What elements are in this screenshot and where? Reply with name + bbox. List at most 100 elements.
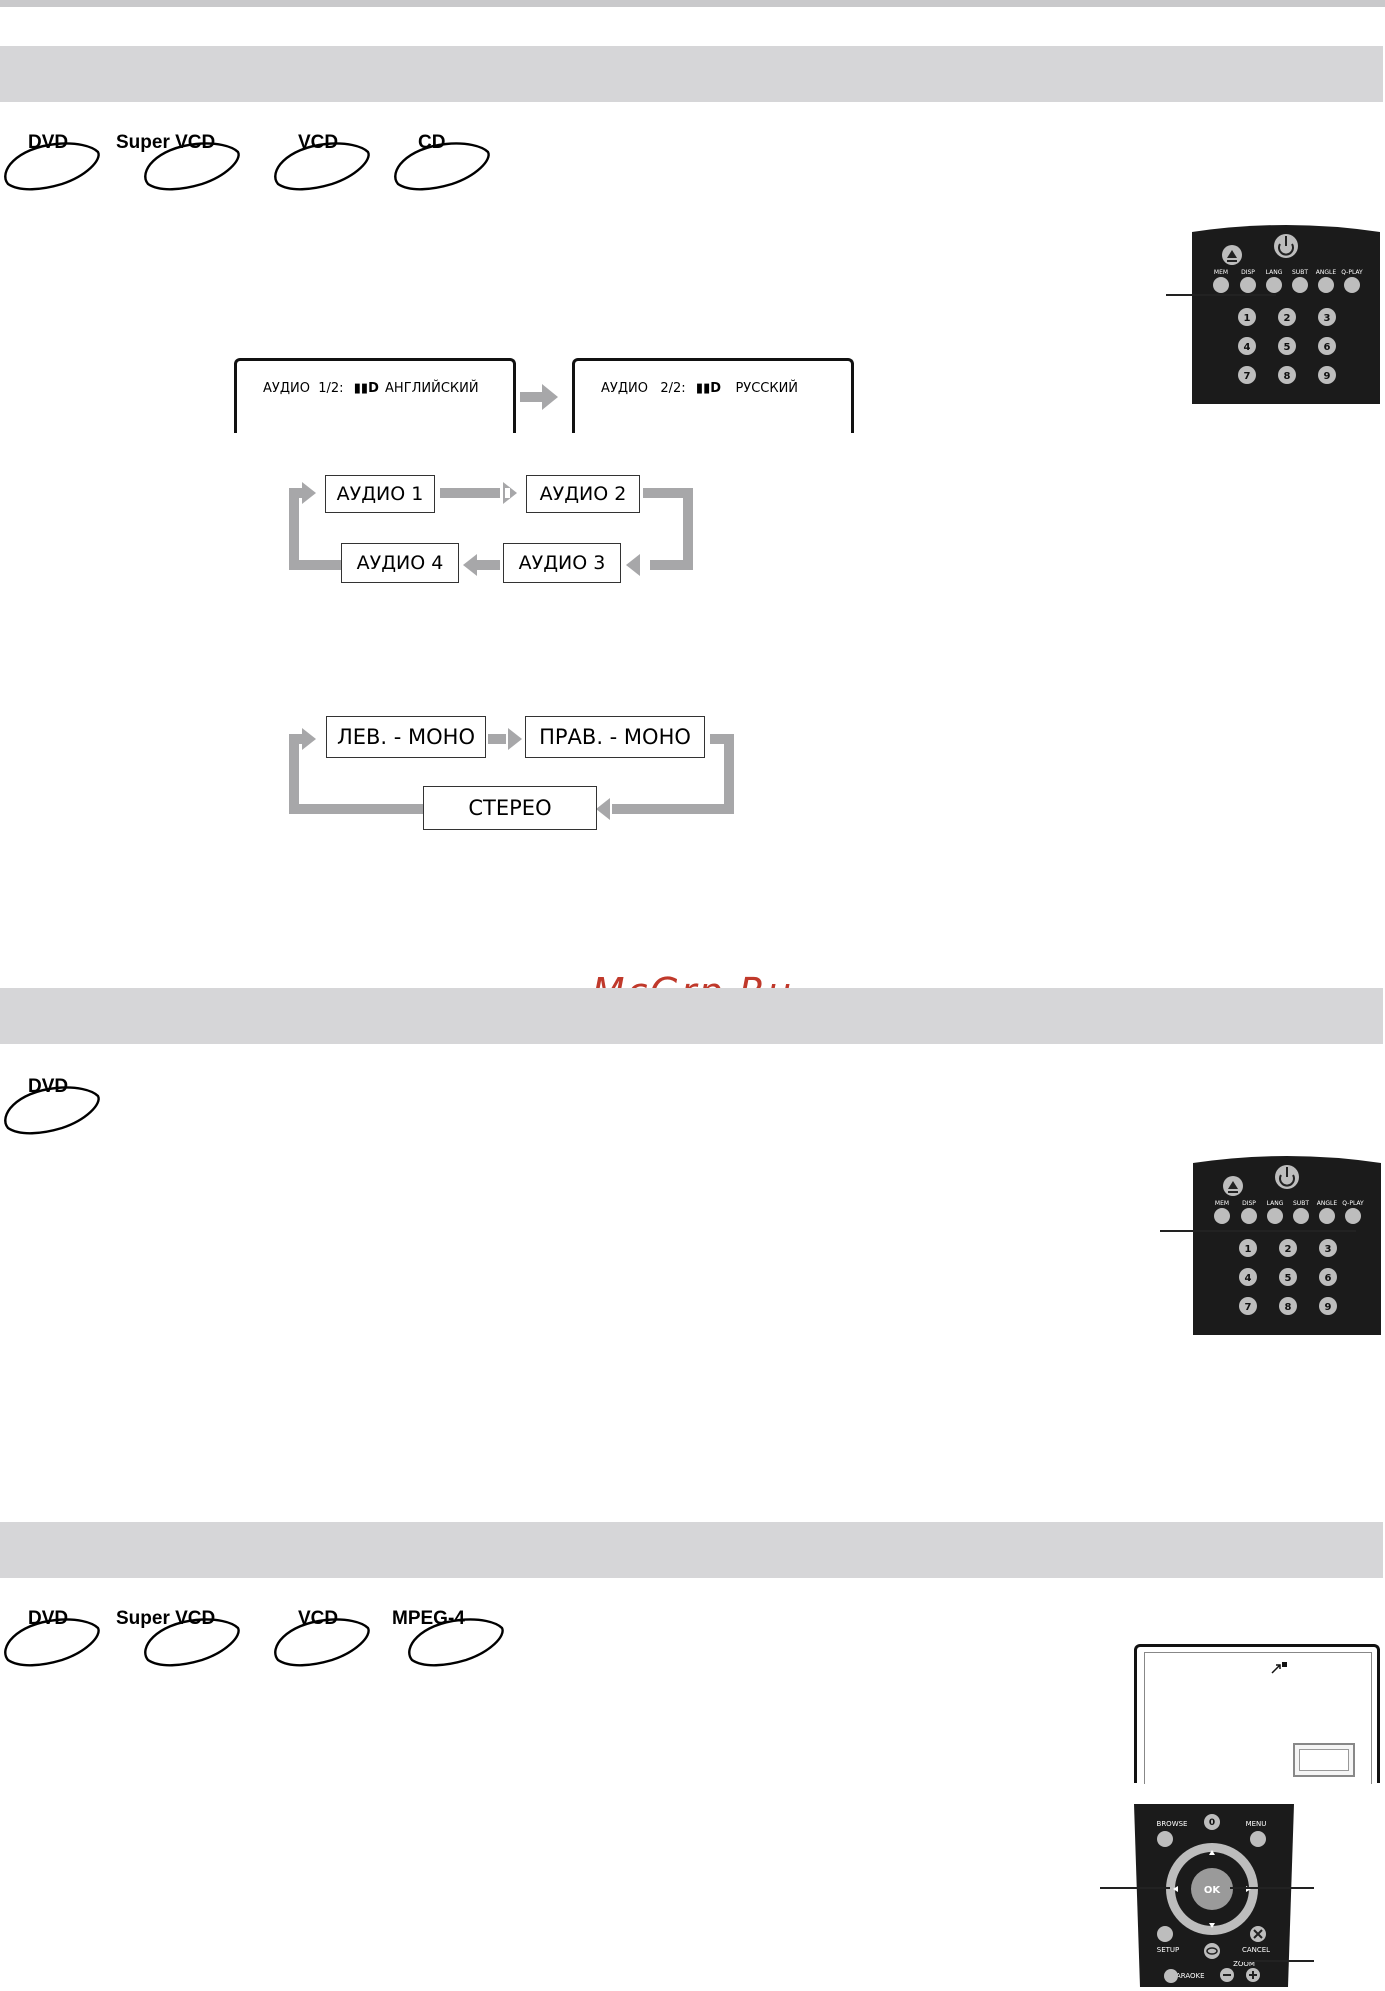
svg-text:3: 3 — [1324, 313, 1331, 324]
zoom-screen-inner — [1144, 1652, 1372, 1784]
section-1-header-band — [0, 46, 1383, 102]
disc-label: MPEG-4 — [392, 1608, 465, 1629]
disc-label: Super VCD — [116, 132, 216, 153]
svg-text:SUBT: SUBT — [1293, 1200, 1309, 1207]
svg-text:LANG: LANG — [1267, 1200, 1284, 1207]
svg-text:BROWSE: BROWSE — [1157, 1820, 1188, 1828]
callout-line-left-arrow — [1100, 1887, 1170, 1889]
zoom-preview-box — [1293, 1743, 1355, 1777]
svg-text:2: 2 — [1284, 313, 1291, 324]
svg-text:1: 1 — [1244, 313, 1251, 324]
svg-text:KARAOKE: KARAOKE — [1171, 1972, 1204, 1980]
disc-logo-dvd: DVD — [2, 132, 122, 202]
svg-text:6: 6 — [1324, 342, 1331, 353]
disc-label: DVD — [28, 1076, 69, 1097]
disc-swoosh-icon — [408, 1618, 504, 1667]
osd-text: АУДИО 1/2: ▮▮D АНГЛИЙСКИЙ — [263, 381, 479, 396]
disc-swoosh-icon — [4, 1086, 100, 1135]
mono-box-stereo: СТЕРЕО — [423, 786, 597, 830]
audio-box-4: АУДИО 4 — [341, 543, 459, 583]
section-3-header-band — [0, 1522, 1383, 1578]
svg-text:OK: OK — [1204, 1885, 1222, 1896]
svg-text:SETUP: SETUP — [1157, 1946, 1180, 1954]
callout-line-lang — [1166, 294, 1276, 296]
osd-prefix: АУДИО — [263, 381, 310, 396]
mono-box-right: ПРАВ. - МОНО — [525, 716, 705, 758]
disc-logo-vcd: VCD — [272, 132, 392, 202]
svg-text:8: 8 — [1284, 371, 1291, 382]
dolby-digital-icon: ▮▮D — [695, 381, 722, 396]
section-2-header-band — [0, 988, 1383, 1044]
osd-index: 1/2: — [318, 381, 344, 396]
zoom-screen — [1134, 1644, 1380, 1784]
svg-text:7: 7 — [1245, 1302, 1252, 1313]
disc-swoosh-icon — [274, 1618, 370, 1667]
disc-swoosh-icon — [144, 142, 240, 191]
svg-text:6: 6 — [1325, 1273, 1332, 1284]
mono-box-left: ЛЕВ. - МОНО — [326, 716, 486, 758]
disc-logo-dvd: DVD — [2, 1608, 122, 1678]
osd-prefix: АУДИО — [601, 381, 648, 396]
svg-text:5: 5 — [1284, 342, 1291, 353]
callout-line-qplay — [1160, 1230, 1356, 1232]
zoom-cursor-icon — [1271, 1662, 1287, 1674]
disc-swoosh-icon — [144, 1618, 240, 1667]
osd-language: РУССКИЙ — [735, 381, 799, 396]
svg-text:DISP: DISP — [1241, 269, 1255, 276]
svg-text:ZOOM: ZOOM — [1233, 1960, 1255, 1968]
osd-screen-2: АУДИО 2/2: ▮▮D РУССКИЙ — [572, 358, 854, 433]
svg-text:Q-PLAY: Q-PLAY — [1342, 1200, 1364, 1207]
svg-text:5: 5 — [1285, 1273, 1292, 1284]
callout-line-right-arrow — [1230, 1887, 1314, 1889]
svg-text:8: 8 — [1285, 1302, 1292, 1313]
svg-text:4: 4 — [1244, 342, 1251, 353]
svg-text:ANGLE: ANGLE — [1316, 269, 1337, 276]
disc-logo-dvd: DVD — [2, 1076, 122, 1146]
disc-logo-mpeg4: MPEG-4 — [392, 1608, 512, 1678]
disc-logo-cd: CD — [392, 132, 512, 202]
disc-label: VCD — [298, 1608, 339, 1629]
svg-text:4: 4 — [1245, 1273, 1252, 1284]
callout-line-zoom — [1240, 1960, 1314, 1962]
svg-text:MENU: MENU — [1246, 1820, 1267, 1828]
svg-text:SUBT: SUBT — [1292, 269, 1308, 276]
osd-language: АНГЛИЙСКИЙ — [385, 381, 479, 396]
remote-label: MEM — [1214, 269, 1228, 276]
disc-logo-super-vcd: Super VCD — [116, 132, 240, 202]
svg-text:ANGLE: ANGLE — [1317, 1200, 1338, 1207]
svg-text:1: 1 — [1245, 1244, 1252, 1255]
svg-text:9: 9 — [1324, 371, 1331, 382]
disc-label: CD — [418, 132, 446, 153]
disc-swoosh-icon — [394, 142, 490, 191]
remote-nav-icon: BROWSE MENU SETUP CANCEL KARAOKE ZOOM 0 … — [1134, 1804, 1294, 1987]
svg-text:2: 2 — [1285, 1244, 1292, 1255]
audio-box-1: АУДИО 1 — [325, 475, 435, 513]
svg-text:DISP: DISP — [1242, 1200, 1256, 1207]
right-arrow-icon — [520, 384, 558, 410]
disc-swoosh-icon — [4, 1618, 100, 1667]
disc-swoosh-icon — [274, 142, 370, 191]
remote-control-image-3: BROWSE MENU SETUP CANCEL KARAOKE ZOOM 0 … — [1132, 1800, 1296, 1991]
disc-label: DVD — [28, 1608, 69, 1629]
svg-text:LANG: LANG — [1266, 269, 1283, 276]
audio-box-2: АУДИО 2 — [526, 475, 640, 513]
disc-label: DVD — [28, 132, 69, 153]
osd-screen-1: АУДИО 1/2: ▮▮D АНГЛИЙСКИЙ — [234, 358, 516, 433]
dolby-digital-icon: ▮▮D — [353, 381, 379, 396]
svg-text:7: 7 — [1244, 371, 1251, 382]
disc-logo-super-vcd: Super VCD — [116, 1608, 240, 1678]
osd-index: 2/2: — [660, 381, 686, 396]
svg-text:9: 9 — [1325, 1302, 1332, 1313]
disc-swoosh-icon — [4, 142, 100, 191]
disc-logo-vcd: VCD — [272, 1608, 392, 1678]
top-rule — [0, 0, 1385, 7]
osd-text: АУДИО 2/2: ▮▮D РУССКИЙ — [601, 381, 798, 396]
svg-text:0: 0 — [1209, 1818, 1215, 1828]
svg-text:3: 3 — [1325, 1244, 1332, 1255]
disc-label: VCD — [298, 132, 339, 153]
svg-text:CANCEL: CANCEL — [1242, 1946, 1270, 1954]
